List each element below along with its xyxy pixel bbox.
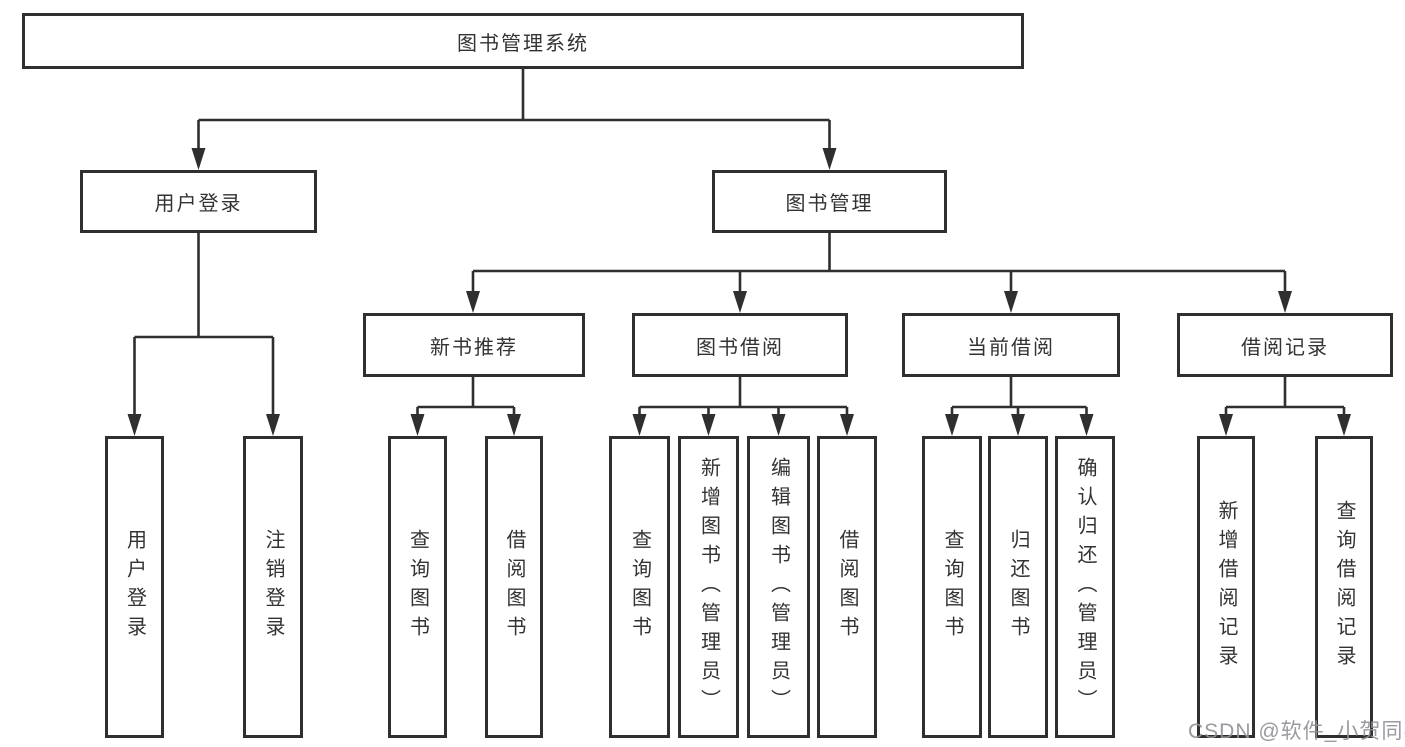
leaf-label: 查询图书 xyxy=(941,529,963,645)
leaf-add-books-admin: 新增图书（管理员） xyxy=(678,436,739,738)
leaf-label: 查询借阅记录 xyxy=(1333,500,1355,674)
node-new-book-recommendation: 新书推荐 xyxy=(363,313,585,377)
node-label: 图书管理 xyxy=(785,193,874,215)
node-label: 当前借阅 xyxy=(967,336,1055,359)
leaf-return-books: 归还图书 xyxy=(988,436,1048,738)
node-borrowing-records: 借阅记录 xyxy=(1177,313,1393,377)
leaf-label: 编辑图书（管理员） xyxy=(767,456,790,718)
node-book-management: 图书管理 xyxy=(712,170,947,233)
leaf-confirm-return-admin: 确认归还（管理员） xyxy=(1055,436,1115,738)
leaf-query-books-current: 查询图书 xyxy=(922,436,982,738)
node-book-borrowing: 图书借阅 xyxy=(632,313,848,377)
leaf-label: 新增图书（管理员） xyxy=(697,456,720,718)
leaf-query-books-recommend: 查询图书 xyxy=(388,436,447,738)
leaf-label: 归还图书 xyxy=(1007,529,1029,645)
leaf-add-borrow-record: 新增借阅记录 xyxy=(1197,436,1255,738)
leaf-label: 借阅图书 xyxy=(503,529,525,645)
leaf-label: 查询图书 xyxy=(628,529,651,645)
leaf-label: 借阅图书 xyxy=(836,529,858,645)
leaf-user-login: 用户登录 xyxy=(105,436,164,738)
leaf-edit-books-admin: 编辑图书（管理员） xyxy=(747,436,810,738)
node-label: 图书管理系统 xyxy=(457,32,589,55)
leaf-label: 注销登录 xyxy=(262,529,284,645)
node-library-management-system: 图书管理系统 xyxy=(22,13,1024,69)
leaf-label: 用户登录 xyxy=(123,529,146,645)
node-label: 借阅记录 xyxy=(1241,336,1329,359)
node-label: 图书借阅 xyxy=(696,336,784,359)
leaf-label: 确认归还（管理员） xyxy=(1074,456,1096,718)
leaf-query-books-borrow: 查询图书 xyxy=(609,436,670,738)
csdn-watermark: CSDN @软件_小贺同学 xyxy=(1188,720,1405,743)
leaf-label: 查询图书 xyxy=(406,529,429,645)
leaf-label: 新增借阅记录 xyxy=(1215,500,1237,674)
leaf-query-borrow-record: 查询借阅记录 xyxy=(1315,436,1373,738)
node-user-login: 用户登录 xyxy=(80,170,317,233)
leaf-borrow-books-recommend: 借阅图书 xyxy=(485,436,543,738)
leaf-borrow-books: 借阅图书 xyxy=(817,436,877,738)
node-label: 用户登录 xyxy=(154,193,243,215)
node-current-borrowing: 当前借阅 xyxy=(902,313,1120,377)
node-label: 新书推荐 xyxy=(430,336,518,359)
leaf-logout: 注销登录 xyxy=(243,436,303,738)
